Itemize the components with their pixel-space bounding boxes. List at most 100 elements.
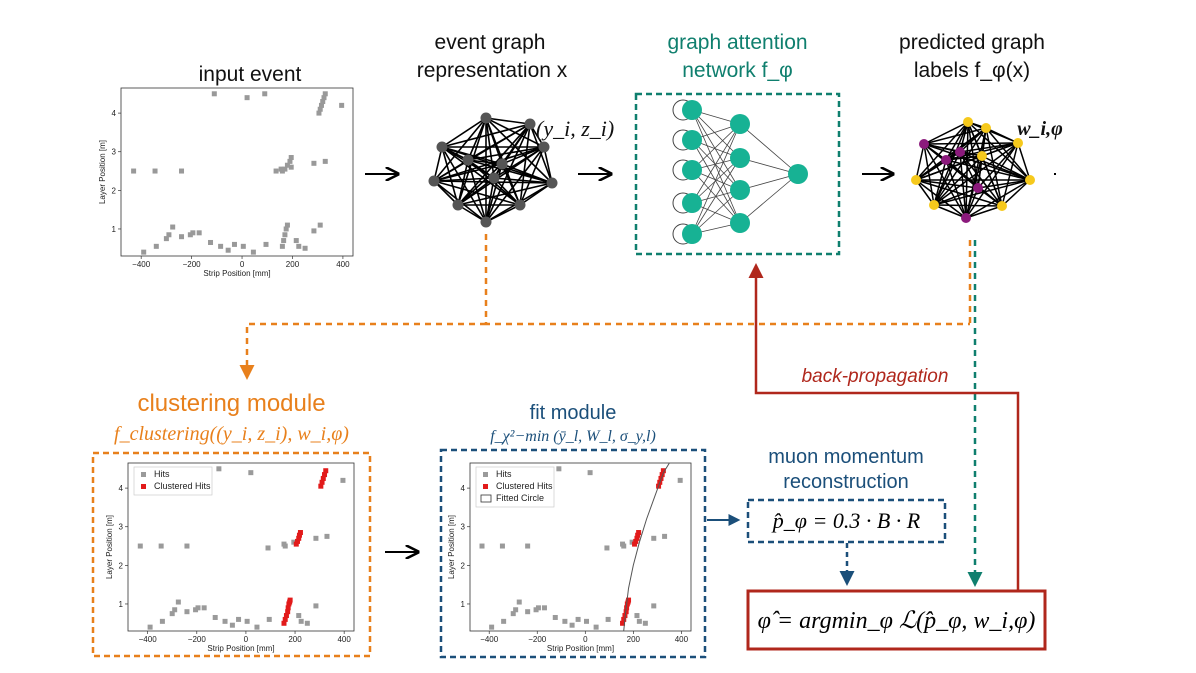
graph-edge: [433, 146, 443, 182]
graph-edge: [519, 123, 531, 206]
graph-node: [977, 151, 987, 161]
hit-marker: [587, 470, 593, 476]
hit-marker: [265, 545, 271, 551]
hit-marker: [282, 166, 288, 172]
graph-edge: [1017, 142, 1031, 181]
clustered-hit-marker: [318, 483, 324, 489]
hit-marker: [287, 158, 293, 164]
nn-edge: [739, 157, 799, 175]
clustered-hit-marker: [660, 468, 666, 474]
hit-marker: [170, 224, 176, 230]
hit-marker: [304, 620, 310, 626]
graph-edge: [441, 146, 459, 206]
gat-label-2: network f_φ: [682, 59, 793, 82]
clustered-hit-marker: [634, 535, 640, 541]
hit-marker: [284, 162, 290, 168]
hit-marker: [158, 543, 164, 549]
graph-edge: [965, 187, 979, 219]
x-tick-label: 0: [583, 635, 588, 644]
clustered-hit-marker: [285, 605, 291, 611]
graph-edge: [933, 204, 1003, 207]
hit-marker: [340, 477, 346, 483]
legend-label: Hits: [496, 469, 512, 479]
hit-marker: [313, 603, 319, 609]
clustered-hit-marker: [659, 472, 665, 478]
graph-edge: [959, 151, 967, 219]
nn-node: [682, 100, 702, 120]
nn-node: [730, 213, 750, 233]
hit-marker: [131, 168, 137, 174]
x-axis-label: Strip Position [mm]: [207, 644, 274, 653]
graph-edge: [959, 151, 1003, 207]
nn-edge: [739, 173, 799, 224]
hit-marker: [318, 102, 324, 108]
node-coordinate-label: (y_i, z_i): [536, 116, 615, 141]
clustered-hit-marker: [296, 535, 302, 541]
hit-marker: [244, 618, 250, 624]
hit-marker: [279, 243, 285, 249]
legend-swatch: [483, 484, 488, 489]
graph-edge: [485, 146, 545, 223]
graph-edge: [485, 163, 503, 223]
graph-edge: [433, 146, 545, 182]
graph-node: [496, 158, 508, 170]
nn-node: [682, 224, 702, 244]
hit-marker: [317, 222, 323, 228]
graph-edge: [543, 146, 553, 184]
graph-node: [452, 199, 464, 211]
graph-node: [941, 155, 951, 165]
graph-node: [480, 216, 492, 228]
clustered-hit-marker: [295, 538, 300, 544]
graph-node: [963, 117, 973, 127]
graph-edge: [985, 127, 1019, 144]
graph-edge: [493, 177, 553, 184]
nn-node: [730, 114, 750, 134]
nn-edge: [691, 139, 741, 191]
graph-edge: [433, 117, 487, 182]
y-tick-label: 3: [112, 148, 117, 157]
x-tick-label: −200: [528, 635, 547, 644]
graph-edge: [933, 127, 987, 206]
hit-marker: [316, 110, 322, 116]
hit-marker: [137, 543, 143, 549]
x-tick-label: −400: [132, 260, 151, 269]
legend-swatch: [480, 494, 492, 503]
graph-edge: [923, 143, 935, 206]
graph-edge: [915, 143, 925, 181]
hit-marker: [216, 466, 222, 472]
graph-node: [981, 123, 991, 133]
nn-edge: [691, 157, 741, 235]
clustered-hit-marker: [632, 541, 638, 547]
plot-axes-frame: [120, 87, 354, 257]
hit-marker: [662, 533, 668, 539]
hit-marker: [147, 624, 153, 630]
hit-marker: [288, 155, 294, 161]
hit-marker: [302, 245, 308, 251]
graph-node: [436, 141, 448, 153]
backprop-label: back-propagation: [801, 366, 949, 387]
muon-label-1: muon momentum: [768, 446, 924, 468]
hit-marker: [236, 616, 242, 622]
x-tick-label: 200: [288, 635, 302, 644]
input-event-label: input event: [198, 63, 302, 86]
y-tick-label: 2: [461, 561, 466, 570]
hit-marker: [262, 91, 268, 97]
y-axis-label: Layer Position [m]: [105, 515, 114, 579]
hit-marker: [516, 599, 522, 605]
nn-node: [682, 160, 702, 180]
graph-edge: [959, 142, 1019, 153]
legend-swatch: [483, 472, 488, 477]
hit-marker: [248, 470, 254, 476]
hit-marker: [184, 543, 190, 549]
y-tick-label: 3: [119, 523, 124, 532]
graph-node: [428, 175, 440, 187]
hit-marker: [279, 168, 285, 174]
graph-edge: [977, 155, 983, 189]
y-tick-label: 2: [112, 186, 117, 195]
predicted-graph: [911, 117, 1035, 223]
hit-marker: [311, 228, 317, 234]
hit-marker: [320, 99, 326, 105]
clustered-hit-marker: [285, 609, 291, 615]
